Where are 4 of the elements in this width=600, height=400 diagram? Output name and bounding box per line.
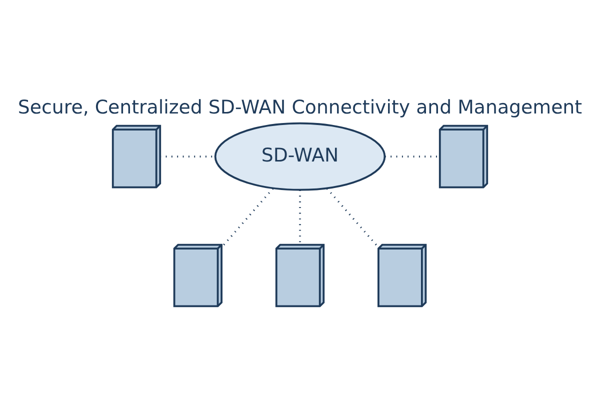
connector: [326, 187, 380, 248]
connector: [220, 187, 274, 248]
diagram-title: Secure, Centralized SD-WAN Connectivity and Management: [18, 96, 582, 118]
node-ellipse: SD-WAN: [214, 122, 386, 190]
